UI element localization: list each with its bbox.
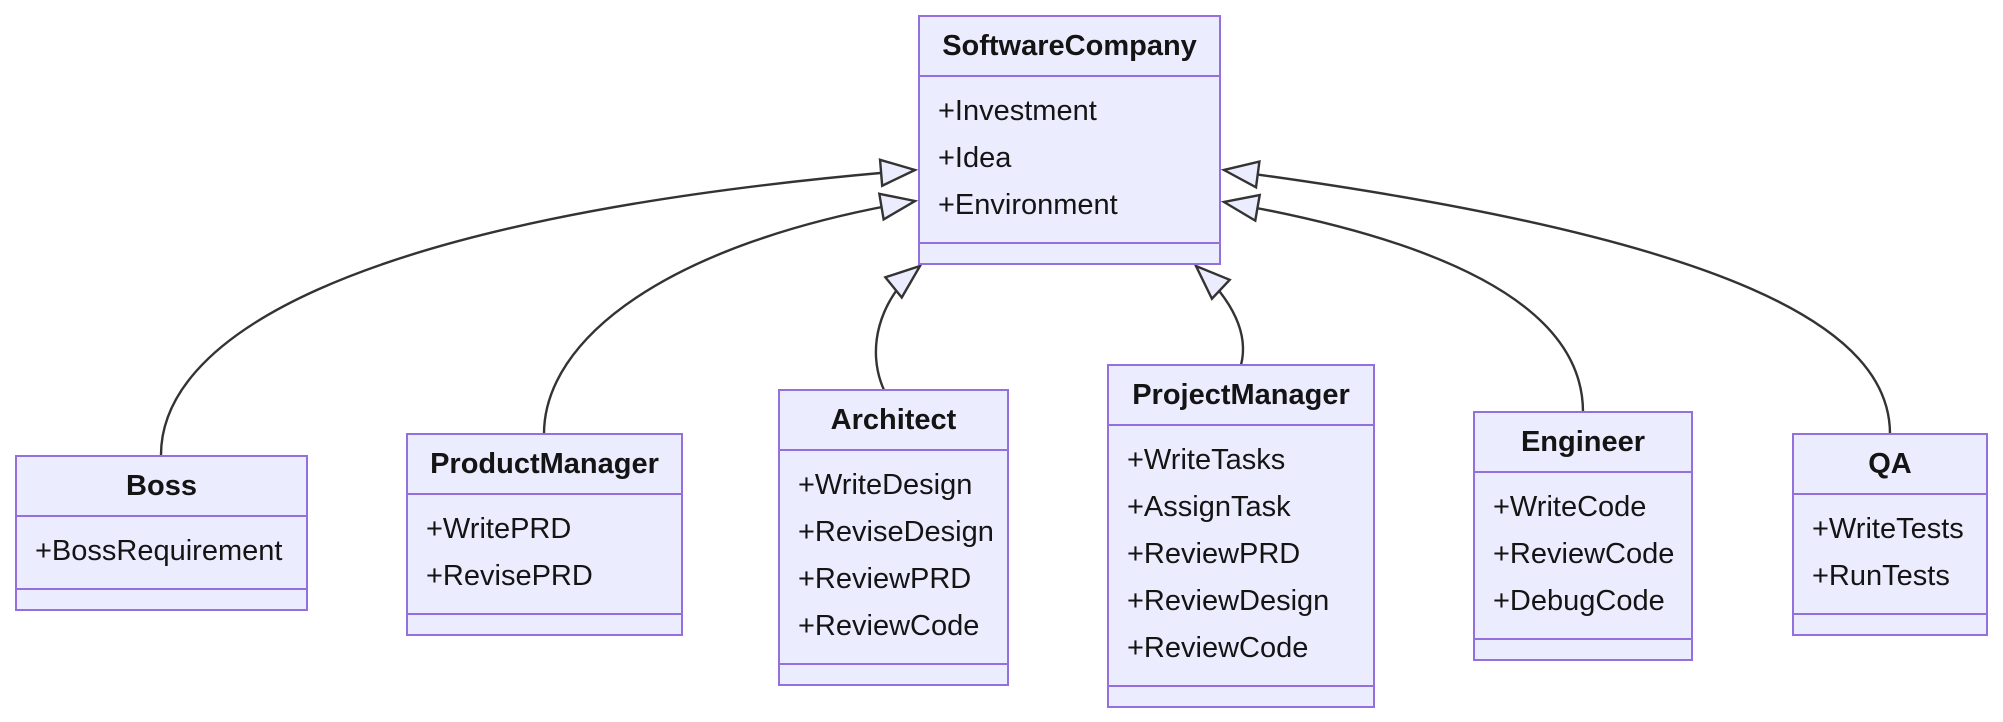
attribute: +ReviewDesign [1127, 585, 1330, 617]
class-methods-empty [920, 244, 1219, 263]
attribute: +WriteTests [1812, 513, 1964, 545]
class-attributes: +WriteTests +RunTests [1794, 495, 1986, 615]
attribute: +Investment [938, 95, 1097, 127]
class-title: ProjectManager [1109, 366, 1373, 426]
attribute: +ReviewPRD [798, 563, 972, 595]
class-methods-empty [1475, 640, 1691, 659]
class-attributes: +WriteTasks +AssignTask +ReviewPRD +Revi… [1109, 426, 1373, 687]
attribute: +WritePRD [426, 513, 572, 545]
attribute: +WriteCode [1493, 491, 1647, 523]
edge-qa-inheritance [1220, 159, 1892, 435]
edge-engineer-inheritance [1220, 193, 1585, 413]
edge-productmanager-inheritance [542, 192, 919, 435]
class-title: ProductManager [408, 435, 681, 495]
class-projectmanager: ProjectManager +WriteTasks +AssignTask +… [1107, 364, 1375, 708]
attribute: +ReviewCode [1493, 538, 1675, 570]
class-attributes: +BossRequirement [17, 517, 306, 590]
class-title: Architect [780, 391, 1007, 451]
class-title: Engineer [1475, 413, 1691, 473]
class-attributes: +WriteDesign +ReviseDesign +ReviewPRD +R… [780, 451, 1007, 665]
attribute: +RunTests [1812, 560, 1950, 592]
class-engineer: Engineer +WriteCode +ReviewCode +DebugCo… [1473, 411, 1693, 661]
class-boss: Boss +BossRequirement [15, 455, 308, 611]
attribute: +WriteDesign [798, 469, 973, 501]
class-methods-empty [1794, 615, 1986, 634]
attribute: +Idea [938, 142, 1012, 174]
attribute: +Environment [938, 189, 1118, 221]
edge-projectmanager-inheritance [1193, 263, 1245, 366]
attribute: +RevisePRD [426, 560, 593, 592]
attribute: +ReviewPRD [1127, 538, 1301, 570]
edge-boss-inheritance [159, 158, 919, 457]
class-architect: Architect +WriteDesign +ReviseDesign +Re… [778, 389, 1009, 686]
class-attributes: +WritePRD +RevisePRD [408, 495, 681, 615]
class-qa: QA +WriteTests +RunTests [1792, 433, 1988, 636]
class-attributes: +Investment +Idea +Environment [920, 77, 1219, 244]
attribute: +DebugCode [1493, 585, 1665, 617]
class-attributes: +WriteCode +ReviewCode +DebugCode [1475, 473, 1691, 640]
class-softwarecompany: SoftwareCompany +Investment +Idea +Envir… [918, 15, 1221, 265]
attribute: +ReviewCode [798, 610, 980, 642]
class-title: SoftwareCompany [920, 17, 1219, 77]
attribute: +ReviseDesign [798, 516, 994, 548]
class-methods-empty [1109, 687, 1373, 706]
class-methods-empty [408, 615, 681, 634]
attribute: +ReviewCode [1127, 632, 1309, 664]
attribute: +WriteTasks [1127, 444, 1286, 476]
class-methods-empty [17, 590, 306, 609]
attribute: +BossRequirement [35, 535, 283, 567]
class-productmanager: ProductManager +WritePRD +RevisePRD [406, 433, 683, 636]
attribute: +AssignTask [1127, 491, 1291, 523]
class-title: QA [1794, 435, 1986, 495]
class-methods-empty [780, 665, 1007, 684]
class-title: Boss [17, 457, 306, 517]
edge-architect-inheritance [874, 263, 923, 391]
